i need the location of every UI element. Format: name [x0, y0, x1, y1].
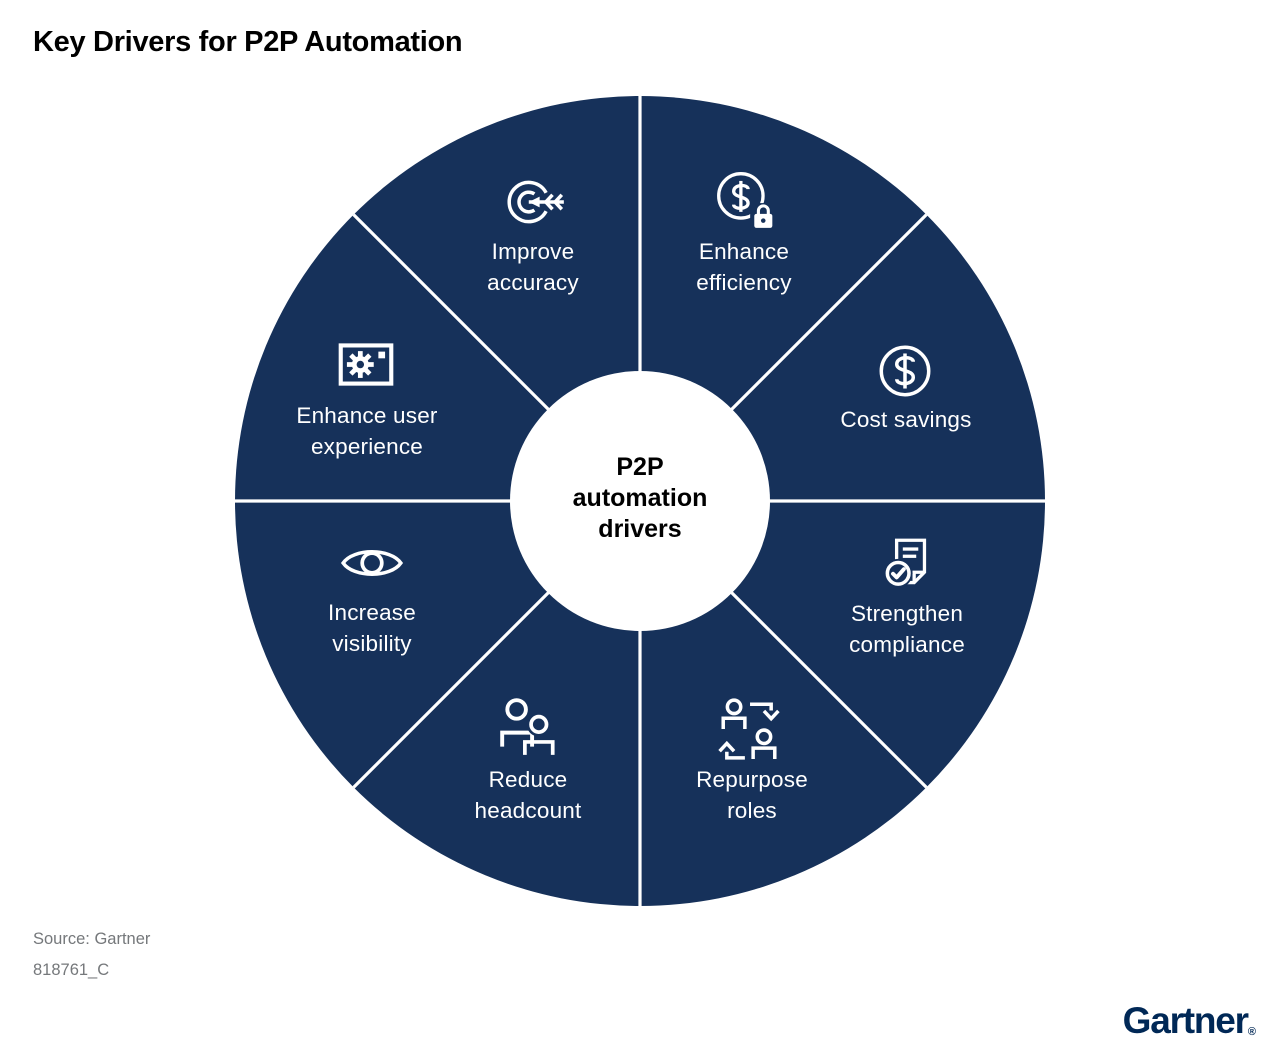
segment-label-increase-visibility: Increase visibility: [328, 600, 416, 656]
gartner-logo-text: Gartner: [1122, 1000, 1249, 1041]
page-title: Key Drivers for P2P Automation: [33, 26, 463, 58]
people-swap-icon: [716, 695, 782, 761]
eye-icon: [339, 530, 405, 596]
dollar-circle-icon: [872, 338, 938, 404]
people-icon: [496, 695, 562, 761]
segment-label-reduce-headcount: Reduce headcount: [474, 767, 582, 823]
source-text: Source: Gartner: [33, 930, 151, 948]
p2p-drivers-wheel: [235, 96, 1045, 906]
segment-label-improve-accuracy: Improve accuracy: [487, 239, 579, 295]
wheel-center-label: P2P automation drivers: [572, 453, 708, 543]
segment-label-enhance-user-experience: Enhance user experience: [296, 403, 438, 459]
dollar-lock-icon: [712, 167, 778, 233]
registered-mark: ®: [1247, 1026, 1256, 1038]
segment-label-enhance-efficiency: Enhance efficiency: [696, 239, 792, 295]
segment-label-strengthen-compliance: Strengthen compliance: [849, 601, 965, 657]
document-check-icon: [876, 531, 942, 597]
segment-label-repurpose-roles: Repurpose roles: [696, 767, 808, 823]
figure-id: 818761_C: [33, 961, 110, 979]
gartner-logo: Gartner®: [1123, 1000, 1256, 1042]
screen-gear-icon: [333, 331, 399, 397]
segment-label-cost-savings: Cost savings: [840, 407, 972, 432]
wheel-hub: [510, 371, 770, 631]
source-block: Source: Gartner 818761_C: [33, 924, 150, 986]
target-arrow-icon: [503, 168, 569, 234]
